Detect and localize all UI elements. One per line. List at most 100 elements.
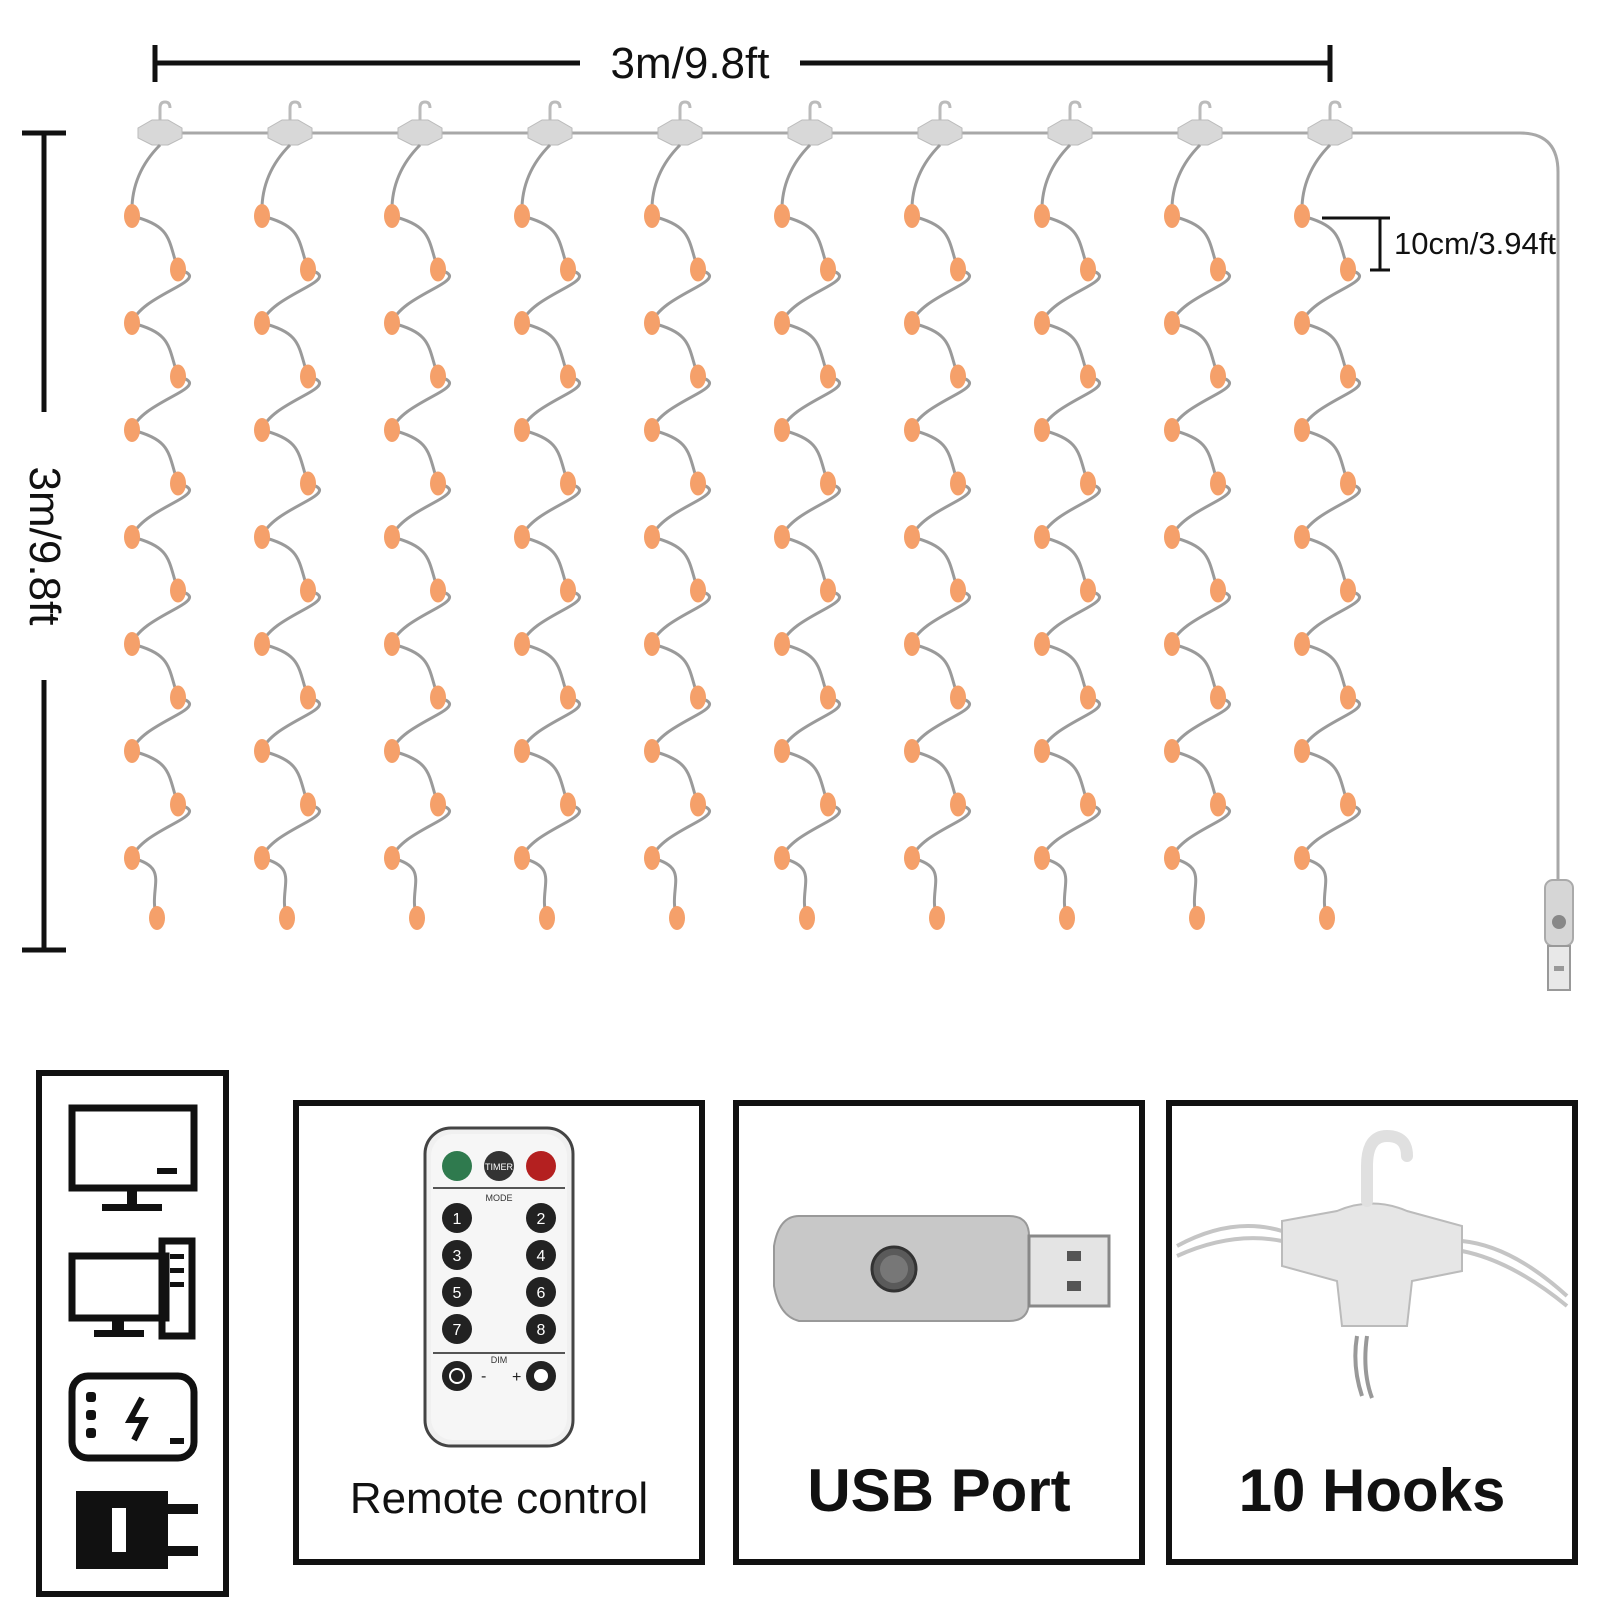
led-bulb <box>1340 257 1356 282</box>
hook <box>917 119 963 146</box>
led-bulb <box>1034 846 1050 870</box>
led-bulb <box>1294 632 1310 656</box>
light-strand <box>1034 100 1101 930</box>
light-strand <box>254 100 321 930</box>
led-bulb <box>300 257 316 282</box>
led-bulb <box>1294 525 1310 549</box>
timer-button <box>484 1151 514 1181</box>
led-bulb <box>950 685 966 710</box>
hook <box>137 119 183 146</box>
number-key <box>442 1240 472 1270</box>
led-bulb <box>124 632 140 656</box>
curtain-light-diagram: 3m/9.8ft 3m/9.8ft 10cm/3.94ft <box>20 39 1574 991</box>
led-bulb <box>1340 364 1356 389</box>
led-bulb <box>1340 578 1356 603</box>
light-strand <box>644 100 711 930</box>
led-bulb <box>1034 739 1050 763</box>
dim-down-button <box>442 1361 472 1391</box>
led-bulb <box>799 906 815 930</box>
led-bulb <box>774 632 790 656</box>
power-bank-icon <box>68 1372 198 1462</box>
led-bulb <box>1164 632 1180 656</box>
led-bulb <box>279 906 295 930</box>
timer-text: TIMER <box>485 1162 513 1172</box>
hook <box>397 119 443 146</box>
led-bulb <box>644 846 660 870</box>
number-key-label: 3 <box>453 1248 462 1265</box>
led-bulb <box>950 471 966 496</box>
led-bulb <box>1164 418 1180 442</box>
desktop-computer-icon <box>68 1237 196 1340</box>
light-strands <box>124 100 1361 930</box>
plus-label: + <box>512 1369 521 1386</box>
led-bulb <box>820 685 836 710</box>
led-bulb <box>514 311 530 335</box>
led-bulb <box>124 418 140 442</box>
led-bulb <box>254 525 270 549</box>
led-bulb <box>904 846 920 870</box>
number-key <box>526 1314 556 1344</box>
led-bulb <box>254 418 270 442</box>
number-key-label: 2 <box>537 1211 546 1228</box>
led-bulb <box>384 204 400 228</box>
led-bulb <box>1080 578 1096 603</box>
led-bulb <box>149 906 165 930</box>
led-bulb <box>1080 257 1096 282</box>
number-key-label: 6 <box>537 1285 546 1302</box>
led-bulb <box>1210 685 1226 710</box>
led-bulb <box>1034 311 1050 335</box>
led-bulb <box>124 739 140 763</box>
led-bulb <box>1164 739 1180 763</box>
hook <box>1177 119 1223 146</box>
spacing-dimension: 10cm/3.94ft <box>1322 216 1556 272</box>
led-bulb <box>1164 846 1180 870</box>
led-bulb <box>1340 792 1356 817</box>
monitor-icon <box>68 1104 198 1211</box>
led-bulb <box>430 471 446 496</box>
led-bulb <box>644 525 660 549</box>
led-bulb <box>820 578 836 603</box>
light-strand <box>384 100 451 930</box>
led-bulb <box>1080 364 1096 389</box>
led-bulb <box>774 739 790 763</box>
led-bulb <box>1034 525 1050 549</box>
led-bulb <box>254 739 270 763</box>
number-key-label: 1 <box>453 1211 462 1228</box>
width-label: 3m/9.8ft <box>611 39 770 88</box>
light-strand <box>1294 100 1361 930</box>
led-bulb <box>254 846 270 870</box>
led-bulb <box>1294 418 1310 442</box>
led-bulb <box>644 204 660 228</box>
led-bulb <box>514 525 530 549</box>
led-bulb <box>384 632 400 656</box>
led-bulb <box>1034 632 1050 656</box>
remote-control-label: Remote control <box>349 1474 649 1523</box>
led-bulb <box>690 578 706 603</box>
led-bulb <box>430 792 446 817</box>
led-bulb <box>384 525 400 549</box>
led-bulb <box>950 364 966 389</box>
usb-controller-image <box>773 1215 1111 1322</box>
led-bulb <box>1210 364 1226 389</box>
number-key <box>442 1314 472 1344</box>
light-strand <box>1164 100 1231 930</box>
led-bulb <box>904 739 920 763</box>
led-bulb <box>1189 906 1205 930</box>
light-strand <box>124 100 191 930</box>
led-bulb <box>430 364 446 389</box>
number-key-label: 7 <box>453 1322 462 1339</box>
led-bulb <box>560 685 576 710</box>
led-bulb <box>300 685 316 710</box>
led-bulb <box>1164 204 1180 228</box>
led-bulb <box>1164 525 1180 549</box>
led-bulb <box>514 739 530 763</box>
width-dimension: 3m/9.8ft <box>152 39 1333 88</box>
led-bulb <box>124 846 140 870</box>
led-bulb <box>774 311 790 335</box>
led-bulb <box>690 257 706 282</box>
number-key <box>526 1203 556 1233</box>
led-bulb <box>514 204 530 228</box>
wall-adapter-icon <box>76 1491 198 1569</box>
